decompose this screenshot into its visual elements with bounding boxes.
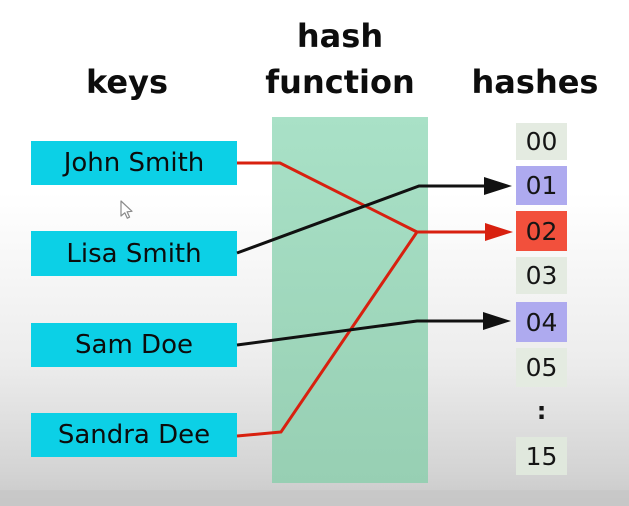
hash-cell-05: 05 bbox=[516, 348, 567, 387]
key-box-lisa-smith: Lisa Smith bbox=[31, 231, 237, 276]
hash-cell-ellipsis: : bbox=[536, 397, 547, 425]
hash-function-heading-line1: hash bbox=[296, 17, 384, 55]
keys-heading: keys bbox=[85, 63, 169, 101]
key-box-sandra-dee: Sandra Dee bbox=[31, 413, 237, 457]
hash-function-box bbox=[272, 117, 428, 483]
arrowhead-01 bbox=[484, 177, 512, 195]
hash-cell-00: 00 bbox=[516, 123, 567, 160]
arrowhead-02 bbox=[485, 223, 513, 241]
key-box-john-smith: John Smith bbox=[31, 141, 237, 185]
hash-cell-01: 01 bbox=[516, 166, 567, 205]
hashes-heading: hashes bbox=[471, 63, 599, 101]
hash-cell-04: 04 bbox=[516, 302, 567, 342]
bottom-gradient-strip bbox=[0, 490, 629, 506]
mouse-cursor-icon bbox=[120, 200, 133, 219]
hash-cell-15: 15 bbox=[516, 437, 567, 475]
hash-cell-02: 02 bbox=[516, 211, 567, 251]
hash-function-heading: hash function bbox=[240, 13, 440, 105]
hash-cell-03: 03 bbox=[516, 257, 567, 294]
hash-function-heading-line2: function bbox=[265, 63, 415, 101]
key-box-sam-doe: Sam Doe bbox=[31, 323, 237, 367]
arrowhead-04 bbox=[483, 312, 511, 330]
